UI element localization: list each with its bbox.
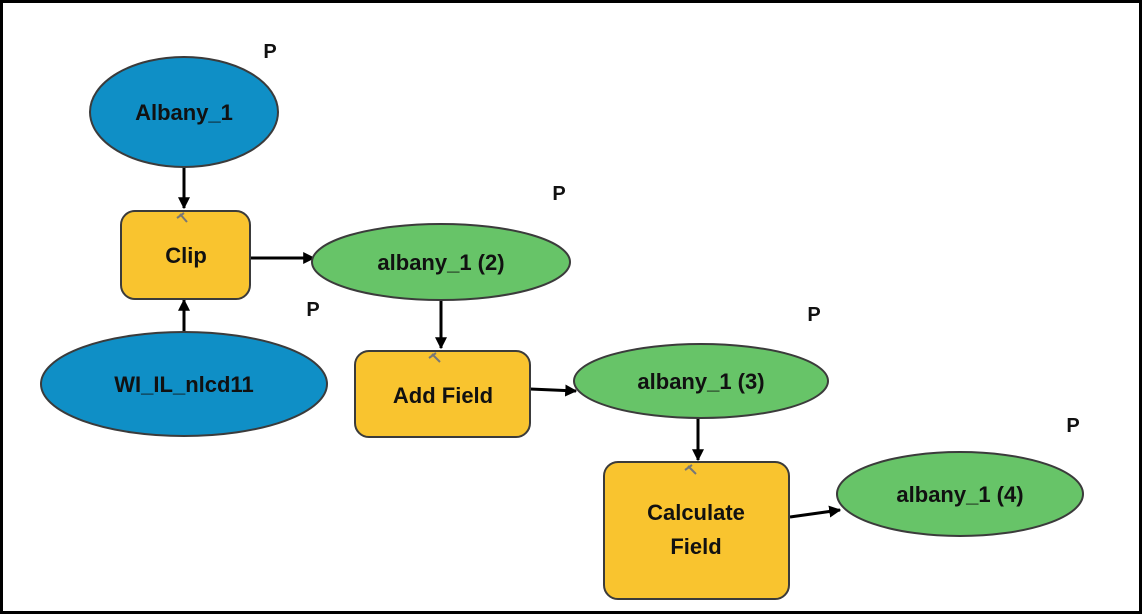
connector-addfield-to-albany1-3[interactable]: [529, 384, 578, 397]
tool-box: [354, 350, 531, 438]
node-label: Albany_1: [135, 100, 233, 125]
input-data-ellipse: [40, 331, 328, 437]
node-label: albany_1 (4): [896, 482, 1023, 507]
hammer-icon: [428, 352, 441, 363]
node-label: albany_1 (3): [637, 369, 764, 394]
input-data-ellipse: [89, 56, 279, 168]
node-label-line-1: Calculate: [647, 500, 745, 525]
node-label-line-2: Field: [670, 534, 721, 559]
parameter-marker: P: [552, 183, 565, 205]
parameter-marker: P: [1066, 415, 1079, 437]
node-label: WI_IL_nlcd11: [114, 372, 253, 397]
connector-calculatefield-to-albany1-4[interactable]: [789, 505, 842, 519]
parameter-marker: P: [263, 41, 276, 63]
derived-data-ellipse: [311, 223, 571, 301]
node-albany-1-4[interactable]: albany_1 (4) P: [836, 415, 1084, 537]
tool-box: [120, 210, 251, 300]
derived-data-ellipse: [573, 343, 829, 419]
node-add-field[interactable]: Add Field: [354, 350, 531, 438]
node-clip[interactable]: Clip: [120, 210, 251, 300]
parameter-marker: P: [807, 304, 820, 326]
node-albany-1[interactable]: Albany_1 P: [89, 41, 279, 168]
node-calculate-field[interactable]: Calculate Field: [603, 461, 790, 600]
parameter-marker: P: [306, 299, 319, 321]
node-albany-1-2[interactable]: albany_1 (2) P: [311, 183, 571, 301]
hammer-icon: [176, 212, 188, 223]
node-label: Add Field: [393, 383, 493, 408]
node-label: Clip: [165, 243, 207, 268]
node-label: albany_1 (2): [377, 250, 504, 275]
hammer-icon: [684, 464, 697, 475]
tool-box: [603, 461, 790, 600]
node-albany-1-3[interactable]: albany_1 (3) P: [573, 304, 829, 419]
derived-data-ellipse: [836, 451, 1084, 537]
node-wi-il-nlcd11[interactable]: WI_IL_nlcd11 P: [40, 299, 328, 437]
